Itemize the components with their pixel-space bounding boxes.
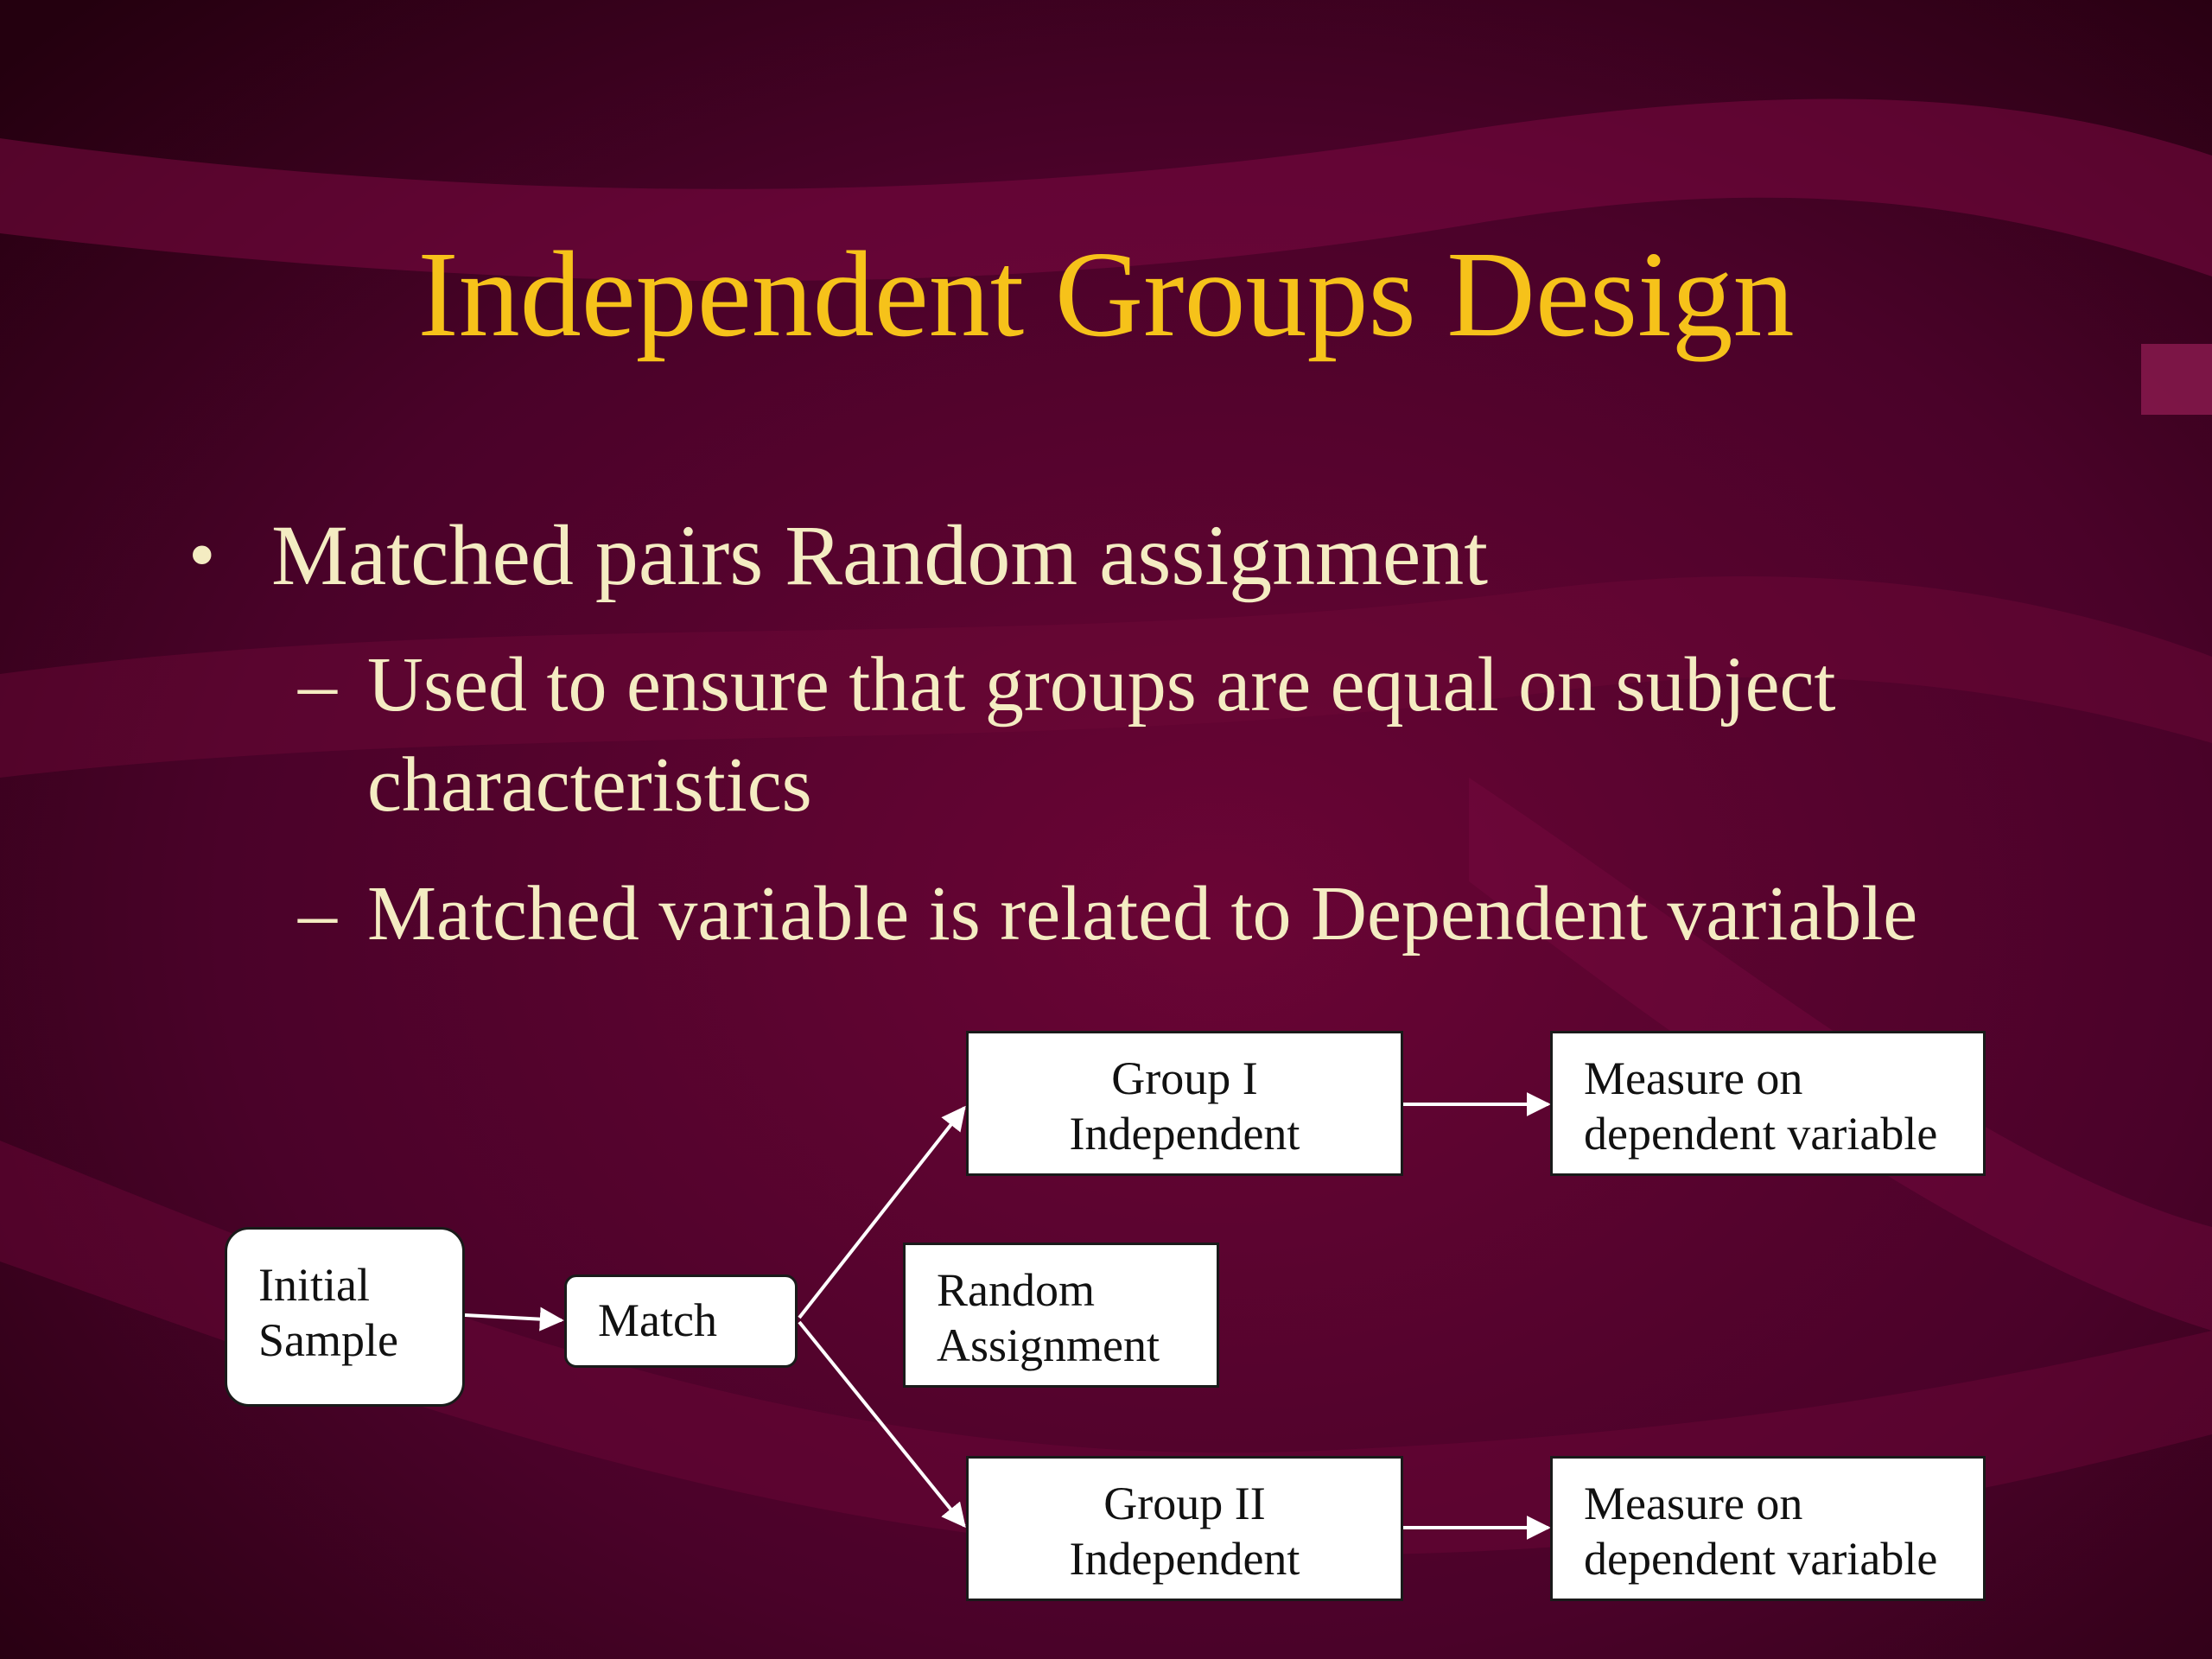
main-bullet-text: Matched pairs Random assignment <box>271 507 1489 603</box>
box-label: Match <box>598 1294 717 1346</box>
sub-bullet-text: Matched variable is related to Dependent… <box>367 871 1918 957</box>
box-label: Group I <box>1111 1052 1258 1104</box>
box-label: Group II <box>1103 1478 1266 1529</box>
box-label: Measure on <box>1584 1478 1803 1529</box>
sub-bullet-text: Used to ensure that groups are equal on … <box>367 642 1836 828</box>
box-label: Independent <box>1069 1533 1300 1585</box>
box-label: Initial <box>258 1259 370 1311</box>
sub-bullet-dash: – <box>298 871 337 957</box>
box-label: dependent variable <box>1584 1108 1938 1160</box>
match-box: Match <box>564 1274 798 1368</box>
initial-sample-box: Initial Sample <box>225 1227 465 1407</box>
random-assignment-box: Random Assignment <box>903 1243 1219 1388</box>
box-label: Random <box>937 1264 1095 1316</box>
group-1-box: Group I Independent <box>966 1031 1403 1176</box>
box-label: dependent variable <box>1584 1533 1938 1585</box>
measure-2-box: Measure on dependent variable <box>1550 1456 1986 1601</box>
slide-title: Independent Groups Design <box>417 226 1795 362</box>
sub-bullet-dash: – <box>298 642 337 728</box>
box-label: Assignment <box>937 1319 1160 1371</box>
group-2-box: Group II Independent <box>966 1456 1403 1601</box>
box-label: Measure on <box>1584 1052 1803 1104</box>
box-label: Sample <box>258 1314 398 1366</box>
measure-1-box: Measure on dependent variable <box>1550 1031 1986 1176</box>
box-label: Independent <box>1069 1108 1300 1160</box>
bullet-marker: • <box>188 512 216 598</box>
